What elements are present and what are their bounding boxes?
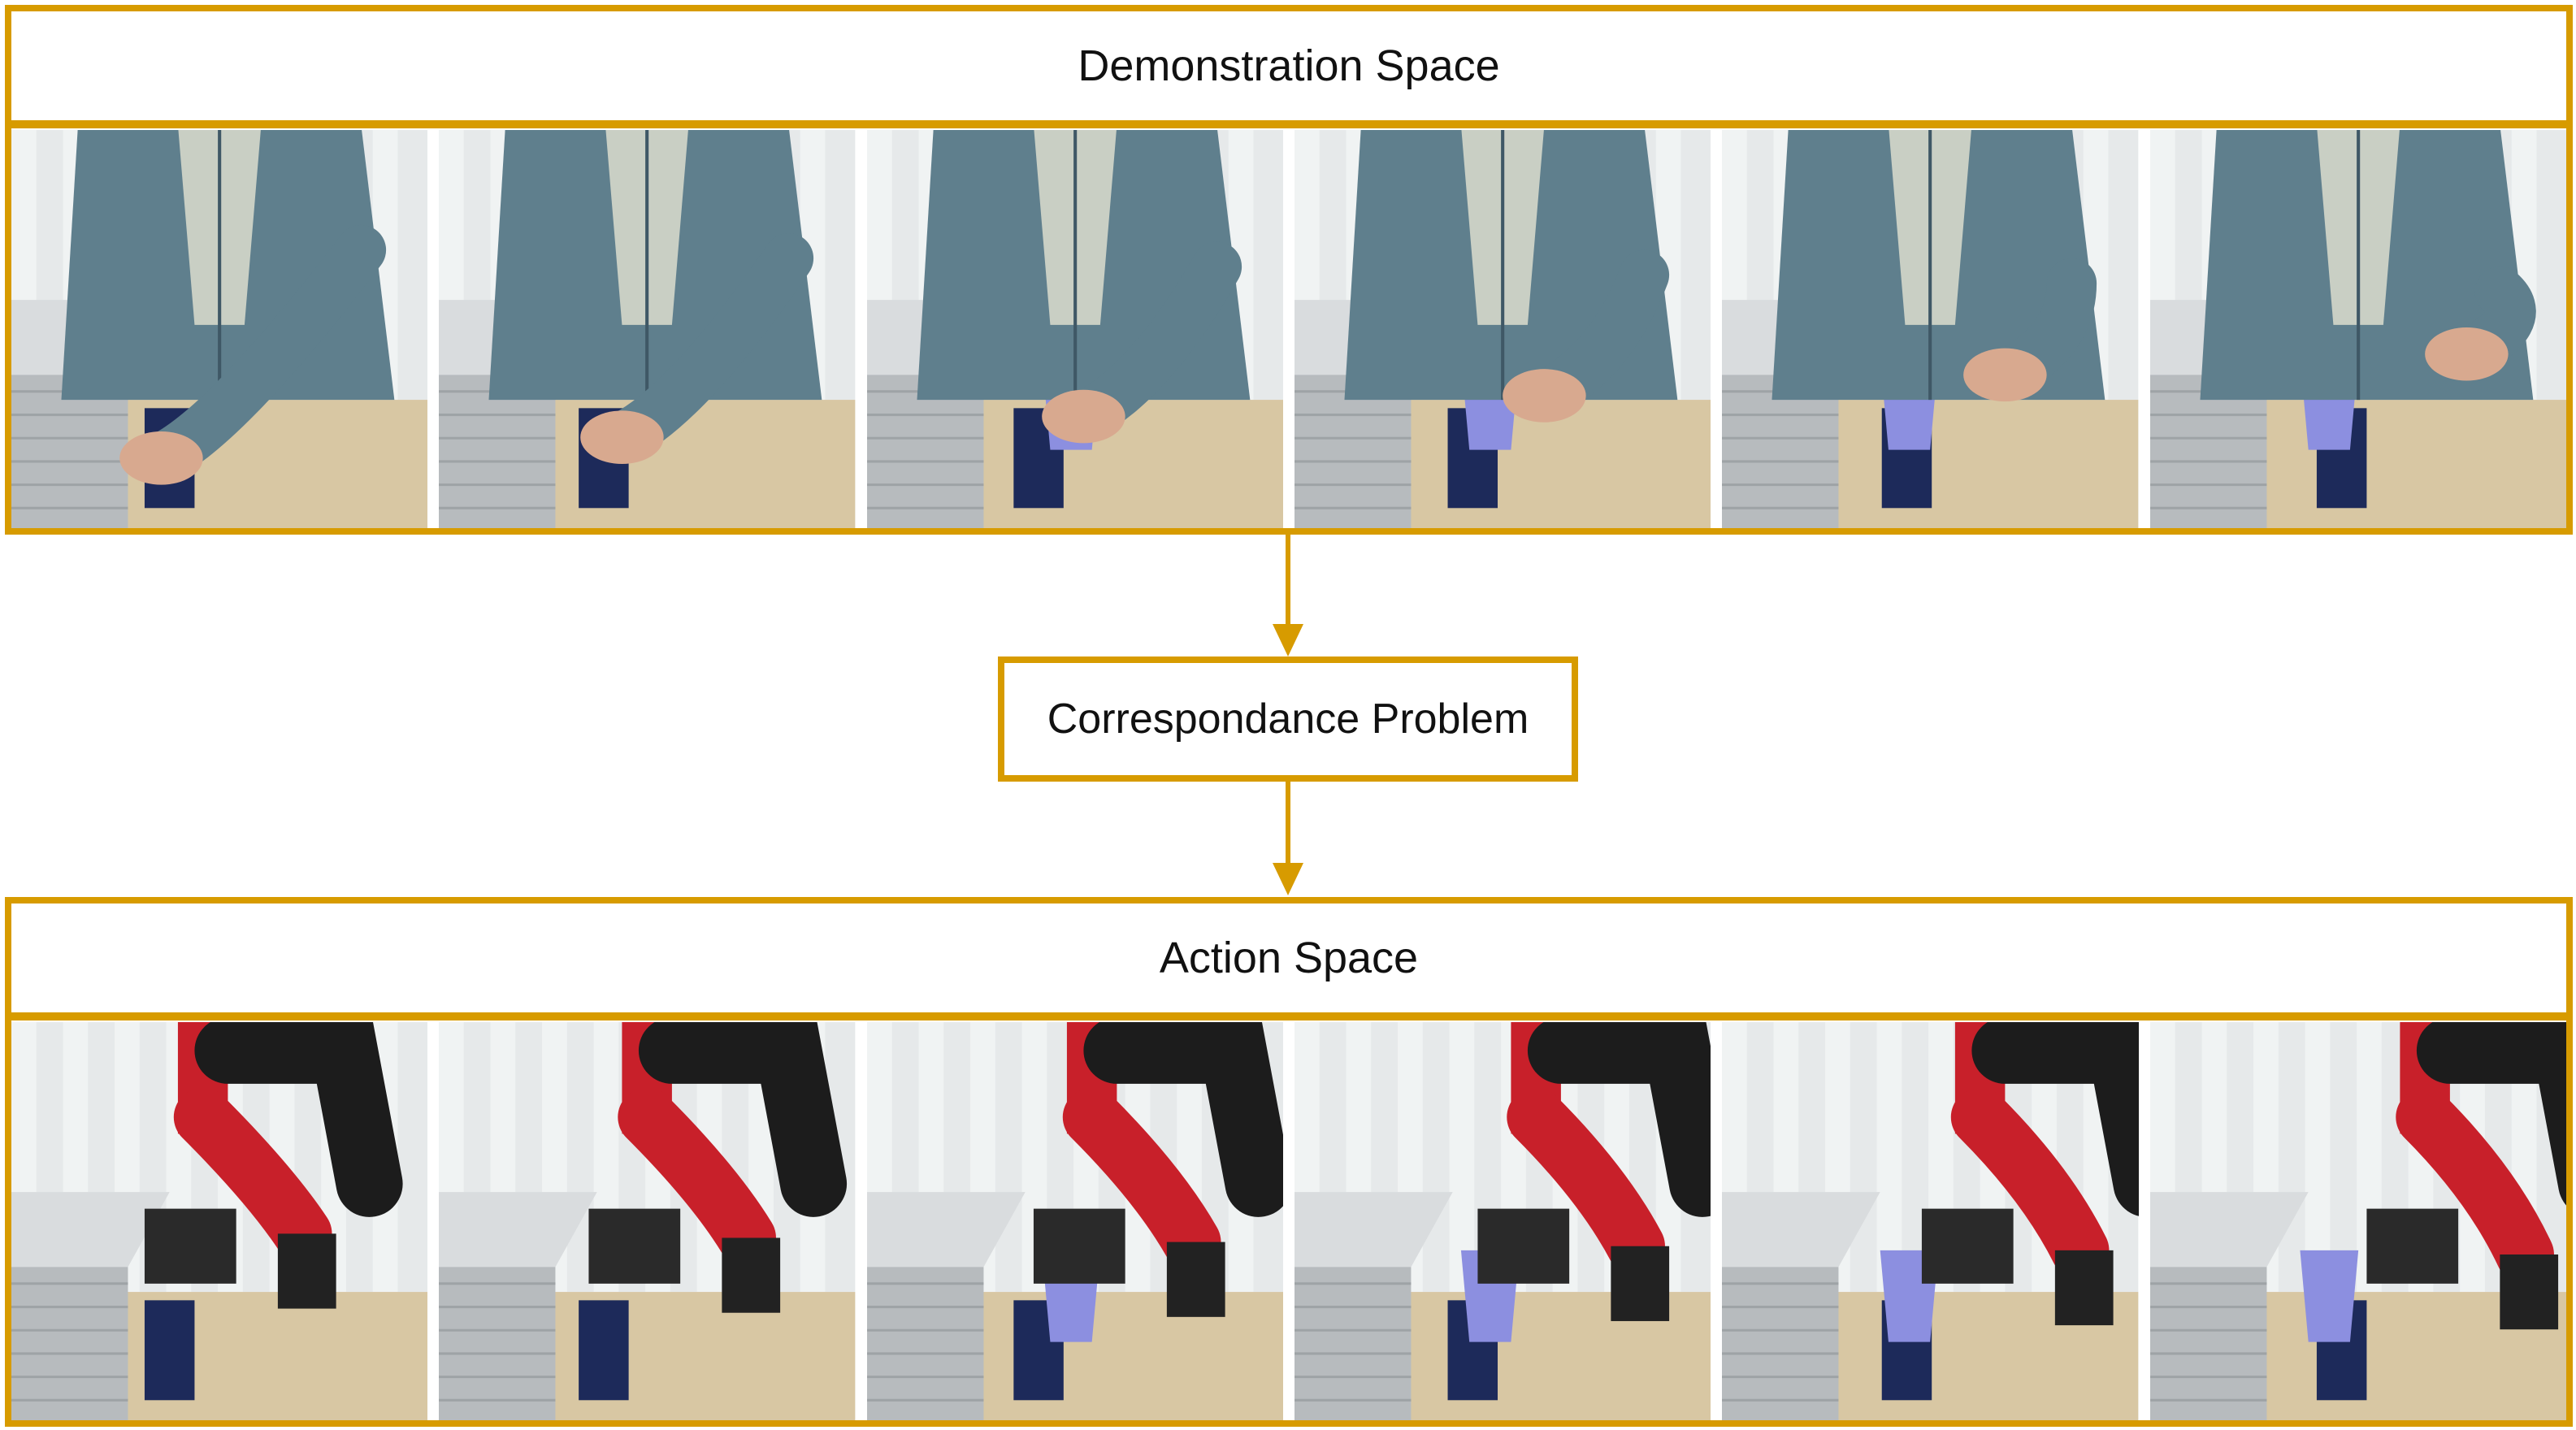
hand bbox=[2424, 327, 2509, 381]
arrow-head-top bbox=[1273, 624, 1303, 656]
tray-top bbox=[866, 1192, 1026, 1268]
demonstration-frame-image bbox=[1294, 130, 1711, 528]
tray-body bbox=[11, 1267, 128, 1420]
hand bbox=[1963, 348, 2047, 402]
demonstration-frame-5 bbox=[1722, 130, 2139, 528]
robot-forearm bbox=[1971, 1022, 2139, 1216]
robot-base bbox=[1922, 1208, 2014, 1284]
robot-base bbox=[588, 1208, 681, 1284]
action-frame-image bbox=[439, 1022, 856, 1420]
robot-forearm bbox=[639, 1022, 848, 1217]
robot-arm bbox=[173, 1088, 332, 1263]
dark-box bbox=[144, 1300, 195, 1401]
tray-body bbox=[866, 375, 984, 528]
tray-top bbox=[2149, 1192, 2309, 1268]
tray-body bbox=[11, 375, 128, 528]
correspondence-problem-title: Correspondance Problem bbox=[1047, 696, 1529, 743]
tray-body bbox=[1722, 375, 1839, 528]
action-frame-2 bbox=[439, 1022, 856, 1420]
tray-body bbox=[1294, 1267, 1412, 1420]
tray-top bbox=[1722, 1192, 1880, 1268]
tray-body bbox=[2149, 1267, 2267, 1420]
action-image-strip bbox=[11, 1022, 2566, 1420]
robot-forearm bbox=[1083, 1022, 1283, 1217]
robot-base bbox=[2366, 1208, 2458, 1284]
robot-arm bbox=[618, 1088, 777, 1268]
tray-body bbox=[1294, 375, 1412, 528]
hand bbox=[119, 431, 203, 485]
demonstration-frame-2 bbox=[439, 130, 856, 528]
tray-body bbox=[866, 1267, 984, 1420]
demonstration-frame-image bbox=[439, 130, 856, 528]
robot-gripper bbox=[2055, 1250, 2114, 1326]
demonstration-strip-box bbox=[5, 122, 2573, 535]
demonstration-frame-image bbox=[1722, 130, 2139, 528]
tray-top bbox=[1294, 1192, 1453, 1268]
robot-forearm bbox=[194, 1022, 403, 1217]
action-frame-5 bbox=[1722, 1022, 2139, 1420]
hand bbox=[1503, 369, 1586, 422]
action-frame-image bbox=[1722, 1022, 2139, 1420]
robot-forearm bbox=[2416, 1022, 2566, 1206]
action-frame-image bbox=[2149, 1022, 2566, 1420]
robot-gripper bbox=[722, 1237, 781, 1313]
robot-arm bbox=[1062, 1088, 1221, 1272]
arrow-head-bottom bbox=[1273, 863, 1303, 895]
demonstration-frame-1 bbox=[11, 130, 428, 528]
action-frame-4 bbox=[1294, 1022, 1711, 1420]
action-strip-box bbox=[5, 1014, 2573, 1427]
robot-gripper bbox=[2499, 1254, 2558, 1330]
dark-box bbox=[579, 1300, 629, 1401]
demonstration-frame-image bbox=[2149, 130, 2566, 528]
robot-gripper bbox=[277, 1233, 336, 1309]
hand bbox=[580, 410, 664, 464]
robot-arm bbox=[1507, 1088, 1665, 1276]
tray-body bbox=[439, 1267, 556, 1420]
action-frame-image bbox=[1294, 1022, 1711, 1420]
action-space-title: Action Space bbox=[1159, 934, 1419, 982]
tray-top bbox=[11, 1192, 170, 1268]
robot-base bbox=[144, 1208, 236, 1284]
tray-body bbox=[1722, 1267, 1839, 1420]
demonstration-space-title: Demonstration Space bbox=[1078, 41, 1500, 90]
action-frame-3 bbox=[866, 1022, 1283, 1420]
robot-forearm bbox=[1527, 1022, 1711, 1217]
tray-body bbox=[439, 375, 556, 528]
robot-gripper bbox=[1611, 1246, 1670, 1321]
tray-body bbox=[2149, 375, 2267, 528]
hand bbox=[1041, 389, 1125, 444]
action-frame-1 bbox=[11, 1022, 428, 1420]
action-frame-6 bbox=[2149, 1022, 2566, 1420]
demonstration-frame-3 bbox=[866, 130, 1283, 528]
robot-arm bbox=[1951, 1088, 2110, 1280]
robot-arm bbox=[2395, 1088, 2554, 1284]
robot-gripper bbox=[1166, 1242, 1225, 1317]
demonstration-frame-image bbox=[866, 130, 1283, 528]
cup bbox=[2300, 1250, 2358, 1342]
tray-top bbox=[439, 1192, 598, 1268]
demonstration-image-strip bbox=[11, 130, 2566, 528]
action-frame-image bbox=[11, 1022, 428, 1420]
demonstration-frame-4 bbox=[1294, 130, 1711, 528]
robot-base bbox=[1477, 1208, 1570, 1284]
demonstration-frame-image bbox=[11, 130, 428, 528]
robot-base bbox=[1033, 1208, 1125, 1284]
correspondence-problem-box bbox=[998, 656, 1578, 782]
demonstration-frame-6 bbox=[2149, 130, 2566, 528]
action-frame-image bbox=[866, 1022, 1283, 1420]
